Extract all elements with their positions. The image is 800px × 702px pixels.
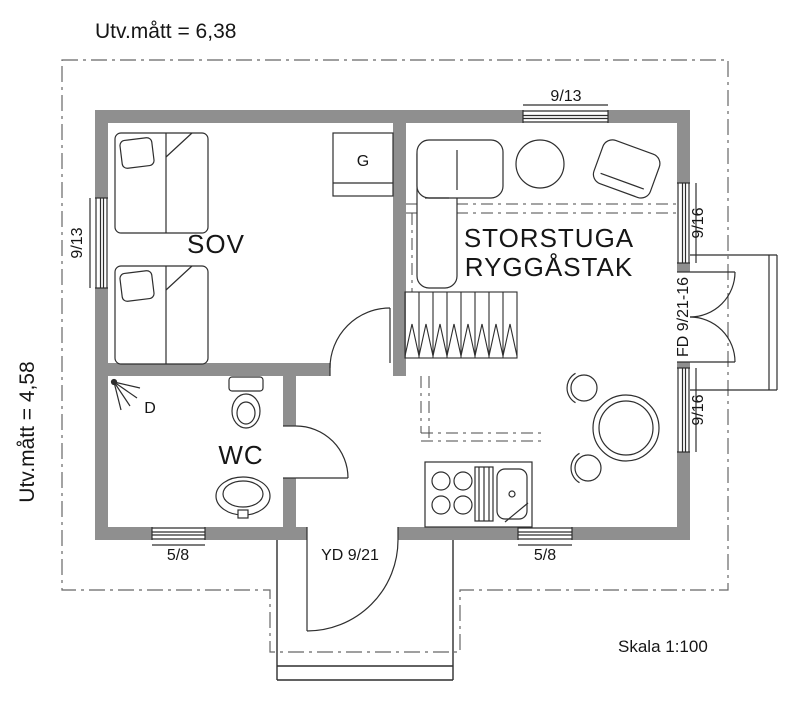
window-top: [522, 104, 609, 123]
exterior-walls: [95, 110, 690, 540]
bedroom-door: [329, 307, 391, 376]
window-bottom-right-label: 5/8: [534, 547, 556, 564]
window-left: [89, 197, 108, 289]
entry-door-label: YD 9/21: [321, 547, 379, 564]
toilet: [228, 376, 264, 429]
roof-overhang-outline: [61, 59, 729, 653]
kitchen-counter: [424, 461, 533, 528]
shower-head-icon: [110, 378, 141, 411]
double-door-right: [677, 271, 736, 363]
room-label-storstuga-line1: STORSTUGA: [464, 223, 634, 253]
window-right-upper: [677, 182, 697, 264]
outdoor-deck: [690, 254, 778, 391]
dimension-top-label: Utv.mått = 6,38: [95, 20, 236, 43]
window-right-lower-label: 9/16: [690, 394, 707, 425]
coffee-table: [515, 139, 565, 189]
wardrobe-label: G: [357, 153, 369, 170]
window-bottom-left: [151, 527, 206, 546]
entry-door: [306, 527, 399, 632]
window-left-label: 9/13: [69, 227, 86, 258]
dining-chair-2: [570, 452, 602, 484]
window-right-upper-label: 9/16: [690, 207, 707, 238]
room-label-sov: SOV: [187, 229, 245, 259]
interior-walls: [108, 123, 406, 527]
room-label-wc: WC: [218, 440, 263, 470]
wc-door: [283, 425, 349, 479]
scale-label: Skala 1:100: [618, 637, 708, 656]
dining-chair-1: [566, 372, 598, 404]
entrance-porch: [276, 540, 454, 681]
window-bottom-left-label: 5/8: [167, 547, 189, 564]
wardrobe-cabinet: [332, 132, 394, 197]
armchair: [592, 139, 661, 199]
window-top-label: 9/13: [550, 88, 581, 105]
shower-label: D: [144, 400, 156, 417]
labels: Utv.mått = 6,38 Utv.mått = 4,58 Skala 1:…: [16, 20, 708, 656]
bed-2: [114, 265, 209, 365]
loft-dashed-lines: [406, 203, 677, 442]
double-door-right-label: FD 9/21-16: [675, 277, 692, 357]
stairs: [404, 291, 518, 359]
dimension-left-label: Utv.mått = 4,58: [16, 361, 39, 502]
corner-sofa: [416, 139, 504, 289]
bed-1: [114, 132, 209, 234]
room-label-storstuga-line2: RYGGÅSTAK: [465, 252, 633, 282]
window-right-lower: [677, 367, 697, 453]
window-bottom-right: [517, 527, 573, 546]
washbasin: [215, 476, 271, 519]
dining-table: [592, 394, 660, 462]
